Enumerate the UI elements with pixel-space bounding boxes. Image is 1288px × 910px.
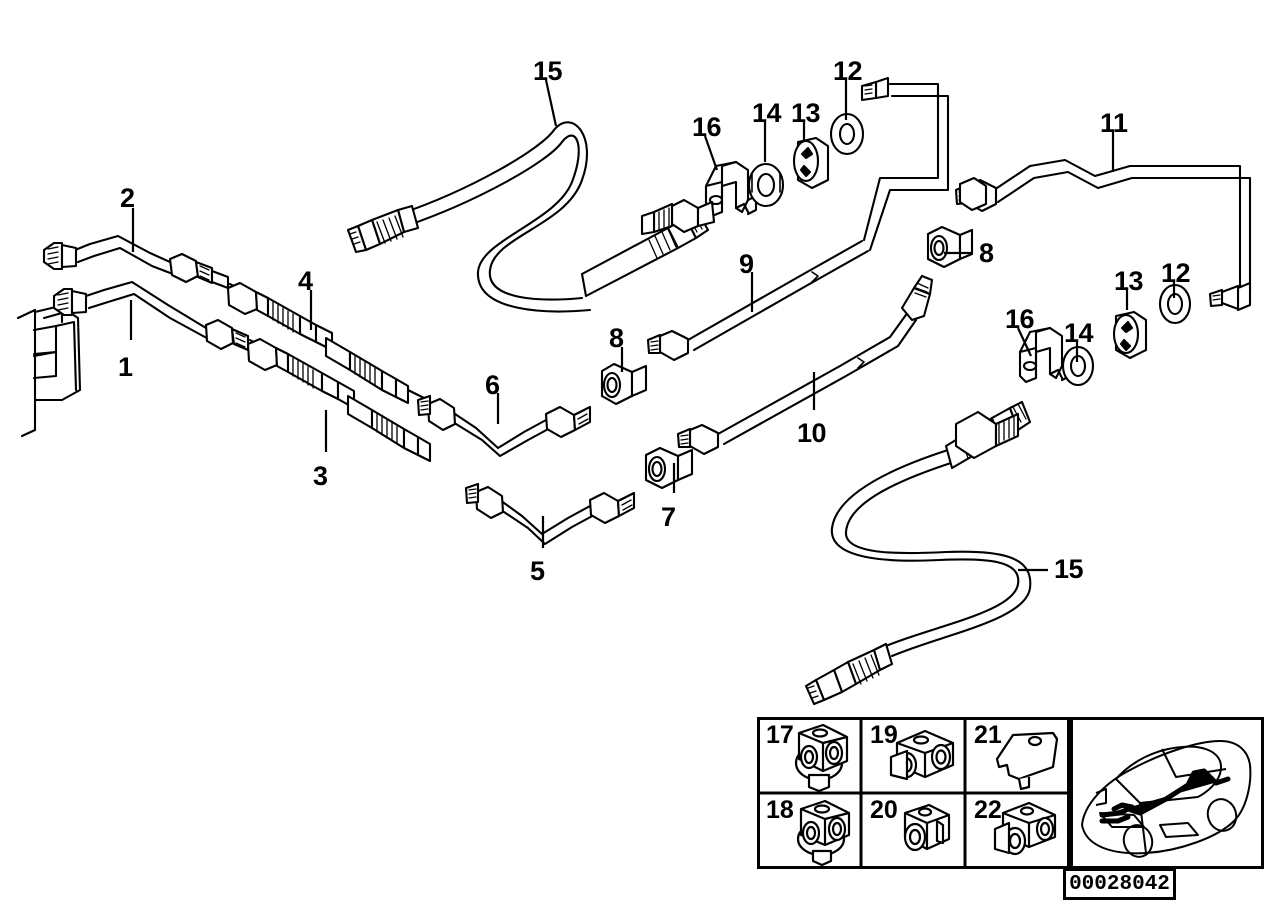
callout-leader-line-16 [1017, 327, 1032, 357]
legend-number-19: 19 [870, 721, 898, 749]
callout-number-10: 10 [797, 418, 827, 448]
pipe-bracket-part-16-right [1018, 326, 1072, 384]
double-pipe-clamp-icon-19 [889, 729, 955, 781]
callout-leader-lines [129, 79, 1176, 572]
callout-number-15: 15 [533, 56, 563, 86]
flat-washer-part-14-left [747, 162, 785, 208]
legend-number-20: 20 [870, 796, 898, 824]
washer-part-12-right [1158, 283, 1192, 325]
callout-number-5: 5 [530, 556, 545, 586]
callout-number-11: 11 [1100, 108, 1128, 138]
clamp-cover-plate-icon-21 [995, 731, 1059, 791]
callout-number-12: 12 [833, 56, 863, 86]
callout-number-13: 13 [1114, 266, 1144, 296]
callout-number-3: 3 [313, 461, 328, 491]
callout-number-9: 9 [739, 249, 754, 279]
brake-line-upper-middle-shaped [860, 76, 950, 252]
misc-fittings [640, 176, 988, 236]
callout-number-15: 15 [1054, 554, 1084, 584]
seal-sleeve-part-13-right [1112, 310, 1148, 360]
union-nut-part-8-left [600, 362, 648, 406]
master-cylinder-bracket [16, 304, 82, 438]
brake-line-part-9 [646, 239, 870, 362]
legend-parts-grid [757, 717, 1070, 869]
brake-line-part-10 [676, 274, 934, 456]
callout-number-7: 7 [661, 502, 676, 532]
brake-line-part-4 [226, 281, 426, 405]
union-nut-part-8-right [926, 225, 974, 269]
callout-number-2: 2 [120, 183, 135, 213]
callout-number-8: 8 [609, 323, 624, 353]
part-id-text: 00028042 [1069, 872, 1170, 896]
flexible-brake-hose-part-15-lower [804, 400, 1032, 706]
legend-number-21: 21 [974, 721, 1002, 749]
brake-line-part-11 [954, 158, 1252, 312]
brake-line-part-5 [464, 482, 636, 546]
legend-number-17: 17 [766, 721, 794, 749]
callout-number-16: 16 [692, 112, 722, 142]
union-nut-part-7 [644, 446, 694, 490]
callout-number-6: 6 [485, 370, 500, 400]
hose-fitting-near-bracket-right [954, 410, 1020, 460]
legend-number-18: 18 [766, 796, 794, 824]
callout-number-1: 1 [118, 352, 133, 382]
brake-line-part-1 [52, 280, 250, 352]
pipe-clamp-with-nut-icon-18 [796, 799, 851, 867]
pipe-clamp-with-nut-icon-17 [794, 723, 849, 793]
car-underbody-brake-line-routing-icon [1070, 717, 1264, 869]
callout-leader-line-16 [703, 135, 719, 171]
callout-number-12: 12 [1161, 258, 1191, 288]
brake-line-part-2 [42, 234, 230, 290]
wide-pipe-clamp-icon-22 [993, 801, 1057, 856]
seal-sleeve-part-13-left [792, 136, 830, 190]
callout-number-8: 8 [979, 238, 994, 268]
callout-number-13: 13 [791, 98, 821, 128]
legend-number-22: 22 [974, 796, 1002, 824]
callout-number-14: 14 [1064, 318, 1094, 348]
brake-line-part-3 [246, 337, 432, 463]
callout-leader-line-15 [544, 79, 558, 127]
callout-number-4: 4 [298, 266, 313, 296]
single-pipe-clamp-icon-20 [903, 803, 951, 852]
callout-number-16: 16 [1005, 304, 1035, 334]
callout-number-14: 14 [752, 98, 782, 128]
part-id-box: 00028042 [1063, 868, 1176, 900]
brake-line-part-6 [416, 394, 592, 458]
